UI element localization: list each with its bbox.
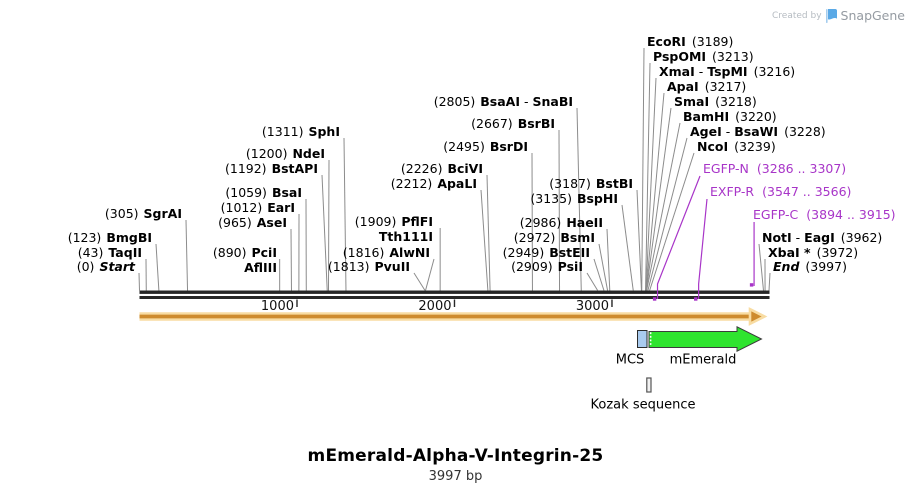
leader-line-pvuii (413, 272, 426, 291)
enzyme-label-bsrdi[interactable]: (2495)BsrDI (443, 138, 528, 154)
enzyme-label-bsai[interactable]: (1059)BsaI (225, 184, 302, 200)
leader-line-sphi (343, 137, 347, 291)
enzyme-label-start[interactable]: (0)Start (76, 258, 135, 274)
enzyme-label-haeii[interactable]: (2986)HaeII (519, 214, 603, 230)
leader-line-ndei (327, 159, 330, 291)
enzyme-label-bsphi[interactable]: (3135)BspHI (530, 190, 618, 206)
sequence-span-arrowhead (748, 307, 768, 326)
plasmid-name: mEmerald-Alpha-V-Integrin-25 (307, 446, 604, 466)
enzyme-label-bmgbi[interactable]: (123)BmgBI (67, 229, 152, 245)
snapgene-brand-text: SnapGene (840, 8, 905, 23)
leader-line-bsphi (621, 204, 634, 291)
memerald-label[interactable]: mEmerald (669, 352, 737, 368)
enzyme-label-pvuii[interactable]: (1813)PvuII (327, 258, 410, 274)
leader-line-apali (480, 189, 489, 291)
backbone-strand-top (139, 290, 770, 294)
enzyme-label-bamhi[interactable]: BamHI(3220) (683, 108, 777, 124)
mcs-feature[interactable] (637, 330, 648, 348)
leader-line-end (768, 272, 771, 291)
enzyme-label-asei[interactable]: (965)AseI (218, 214, 287, 230)
leader-line-xmai-tspmi (645, 77, 657, 291)
leader-line-bmgbi (155, 243, 160, 291)
enzyme-label-ncoi[interactable]: NcoI(3239) (697, 138, 776, 154)
enzyme-label-bcivi[interactable]: (2226)BciVI (400, 160, 483, 176)
plasmid-length: 3997 bp (428, 469, 483, 484)
leader-line-pspomi (645, 62, 651, 291)
enzyme-label-pspomi[interactable]: PspOMI(3213) (653, 48, 754, 64)
leader-line-ncoi (649, 152, 695, 291)
enzyme-label-bsaai-snabi[interactable]: (2805)BsaAI - SnaBI (433, 93, 573, 109)
primer-foot-egfp-n (652, 297, 657, 301)
primer-foot-egfp-c (749, 283, 754, 287)
leader-line-bamhi (646, 122, 681, 291)
enzyme-label-alwni[interactable]: (1816)AlwNI (342, 244, 430, 260)
primer-label-egfp-c[interactable]: EGFP-C(3894 .. 3915) (753, 206, 896, 222)
backbone-strand-bottom (139, 296, 770, 299)
leader-line-smai (645, 107, 672, 291)
leader-line-apai (645, 92, 665, 291)
enzyme-label-sphi[interactable]: (1311)SphI (261, 123, 340, 139)
enzyme-label-sgrai[interactable]: (305)SgrAI (104, 205, 182, 221)
memerald-arrow[interactable] (648, 325, 763, 353)
mcs-label[interactable]: MCS (615, 352, 645, 368)
enzyme-label-smai[interactable]: SmaI(3218) (674, 93, 757, 109)
enzyme-label-taqii[interactable]: (43)TaqII (77, 244, 142, 260)
leader-line-start (138, 272, 140, 291)
leader-line-bsrbi (558, 129, 561, 291)
leader-line-bsmi (598, 243, 609, 291)
snapgene-watermark: Created by SnapGene (772, 8, 905, 23)
enzyme-label-ecori[interactable]: EcoRI(3189) (647, 33, 734, 49)
leader-line-agei-bsawi (647, 137, 688, 291)
map-title-block: mEmerald-Alpha-V-Integrin-25 3997 bp (0, 446, 911, 484)
enzyme-label-bstapi[interactable]: (1192)BstAPI (224, 160, 318, 176)
enzyme-label-psii[interactable]: (2909)PsiI (511, 258, 583, 274)
enzyme-label-end[interactable]: End(3997) (773, 258, 847, 274)
enzyme-label-xbai[interactable]: XbaI *(3972) (768, 244, 859, 260)
enzyme-label-bsmi[interactable]: (2972)BsmI (513, 229, 595, 245)
snapgene-logo-icon (825, 8, 837, 23)
enzyme-label-xmai-tspmi[interactable]: XmaI - TspMI(3216) (659, 63, 796, 79)
axis-tick-label-1000: 1000 (260, 299, 294, 314)
leader-line-bsaai-snabi (576, 107, 582, 291)
enzyme-label-bstbi[interactable]: (3187)BstBI (549, 175, 633, 191)
enzyme-label-eari[interactable]: (1012)EarI (220, 199, 295, 215)
leader-line-haeii (606, 228, 611, 291)
enzyme-label-bsrbi[interactable]: (2667)BsrBI (471, 115, 555, 131)
leader-line-bsteii (593, 258, 605, 291)
axis-tick-label-3000: 3000 (575, 299, 609, 314)
axis-tick-label-2000: 2000 (418, 299, 452, 314)
kozak-mark[interactable] (646, 377, 652, 393)
leader-line-ecori (641, 47, 645, 291)
leader-line-psii (586, 272, 599, 291)
leader-line-bstapi (321, 174, 328, 291)
leader-line-bcivi (486, 174, 491, 291)
enzyme-label-apai[interactable]: ApaI(3217) (667, 78, 747, 94)
primer-label-egfp-n[interactable]: EGFP-N(3286 .. 3307) (703, 160, 847, 176)
leader-line-noti-eagi (758, 243, 764, 291)
created-by-text: Created by (772, 10, 822, 21)
enzyme-label-noti-eagi[interactable]: NotI - EagI(3962) (762, 229, 883, 245)
leader-line-sgrai (185, 219, 189, 291)
leader-line-alwni (425, 258, 435, 291)
kozak-sequence-label[interactable]: Kozak sequence (590, 397, 696, 413)
enzyme-label-apali[interactable]: (2212)ApaLI (390, 175, 477, 191)
primer-foot-exfp-r (694, 297, 698, 301)
primer-line-egfp-n (656, 175, 701, 299)
enzyme-label-agei-bsawi[interactable]: AgeI - BsaWI(3228) (690, 123, 826, 139)
leader-line-bstbi (636, 189, 642, 291)
enzyme-label-ndei[interactable]: (1200)NdeI (245, 145, 325, 161)
primer-label-exfp-r[interactable]: EXFP-R(3547 .. 3566) (710, 183, 852, 199)
primer-line-exfp-r (698, 198, 708, 299)
enzyme-label-bsteii[interactable]: (2949)BstEII (502, 244, 590, 260)
